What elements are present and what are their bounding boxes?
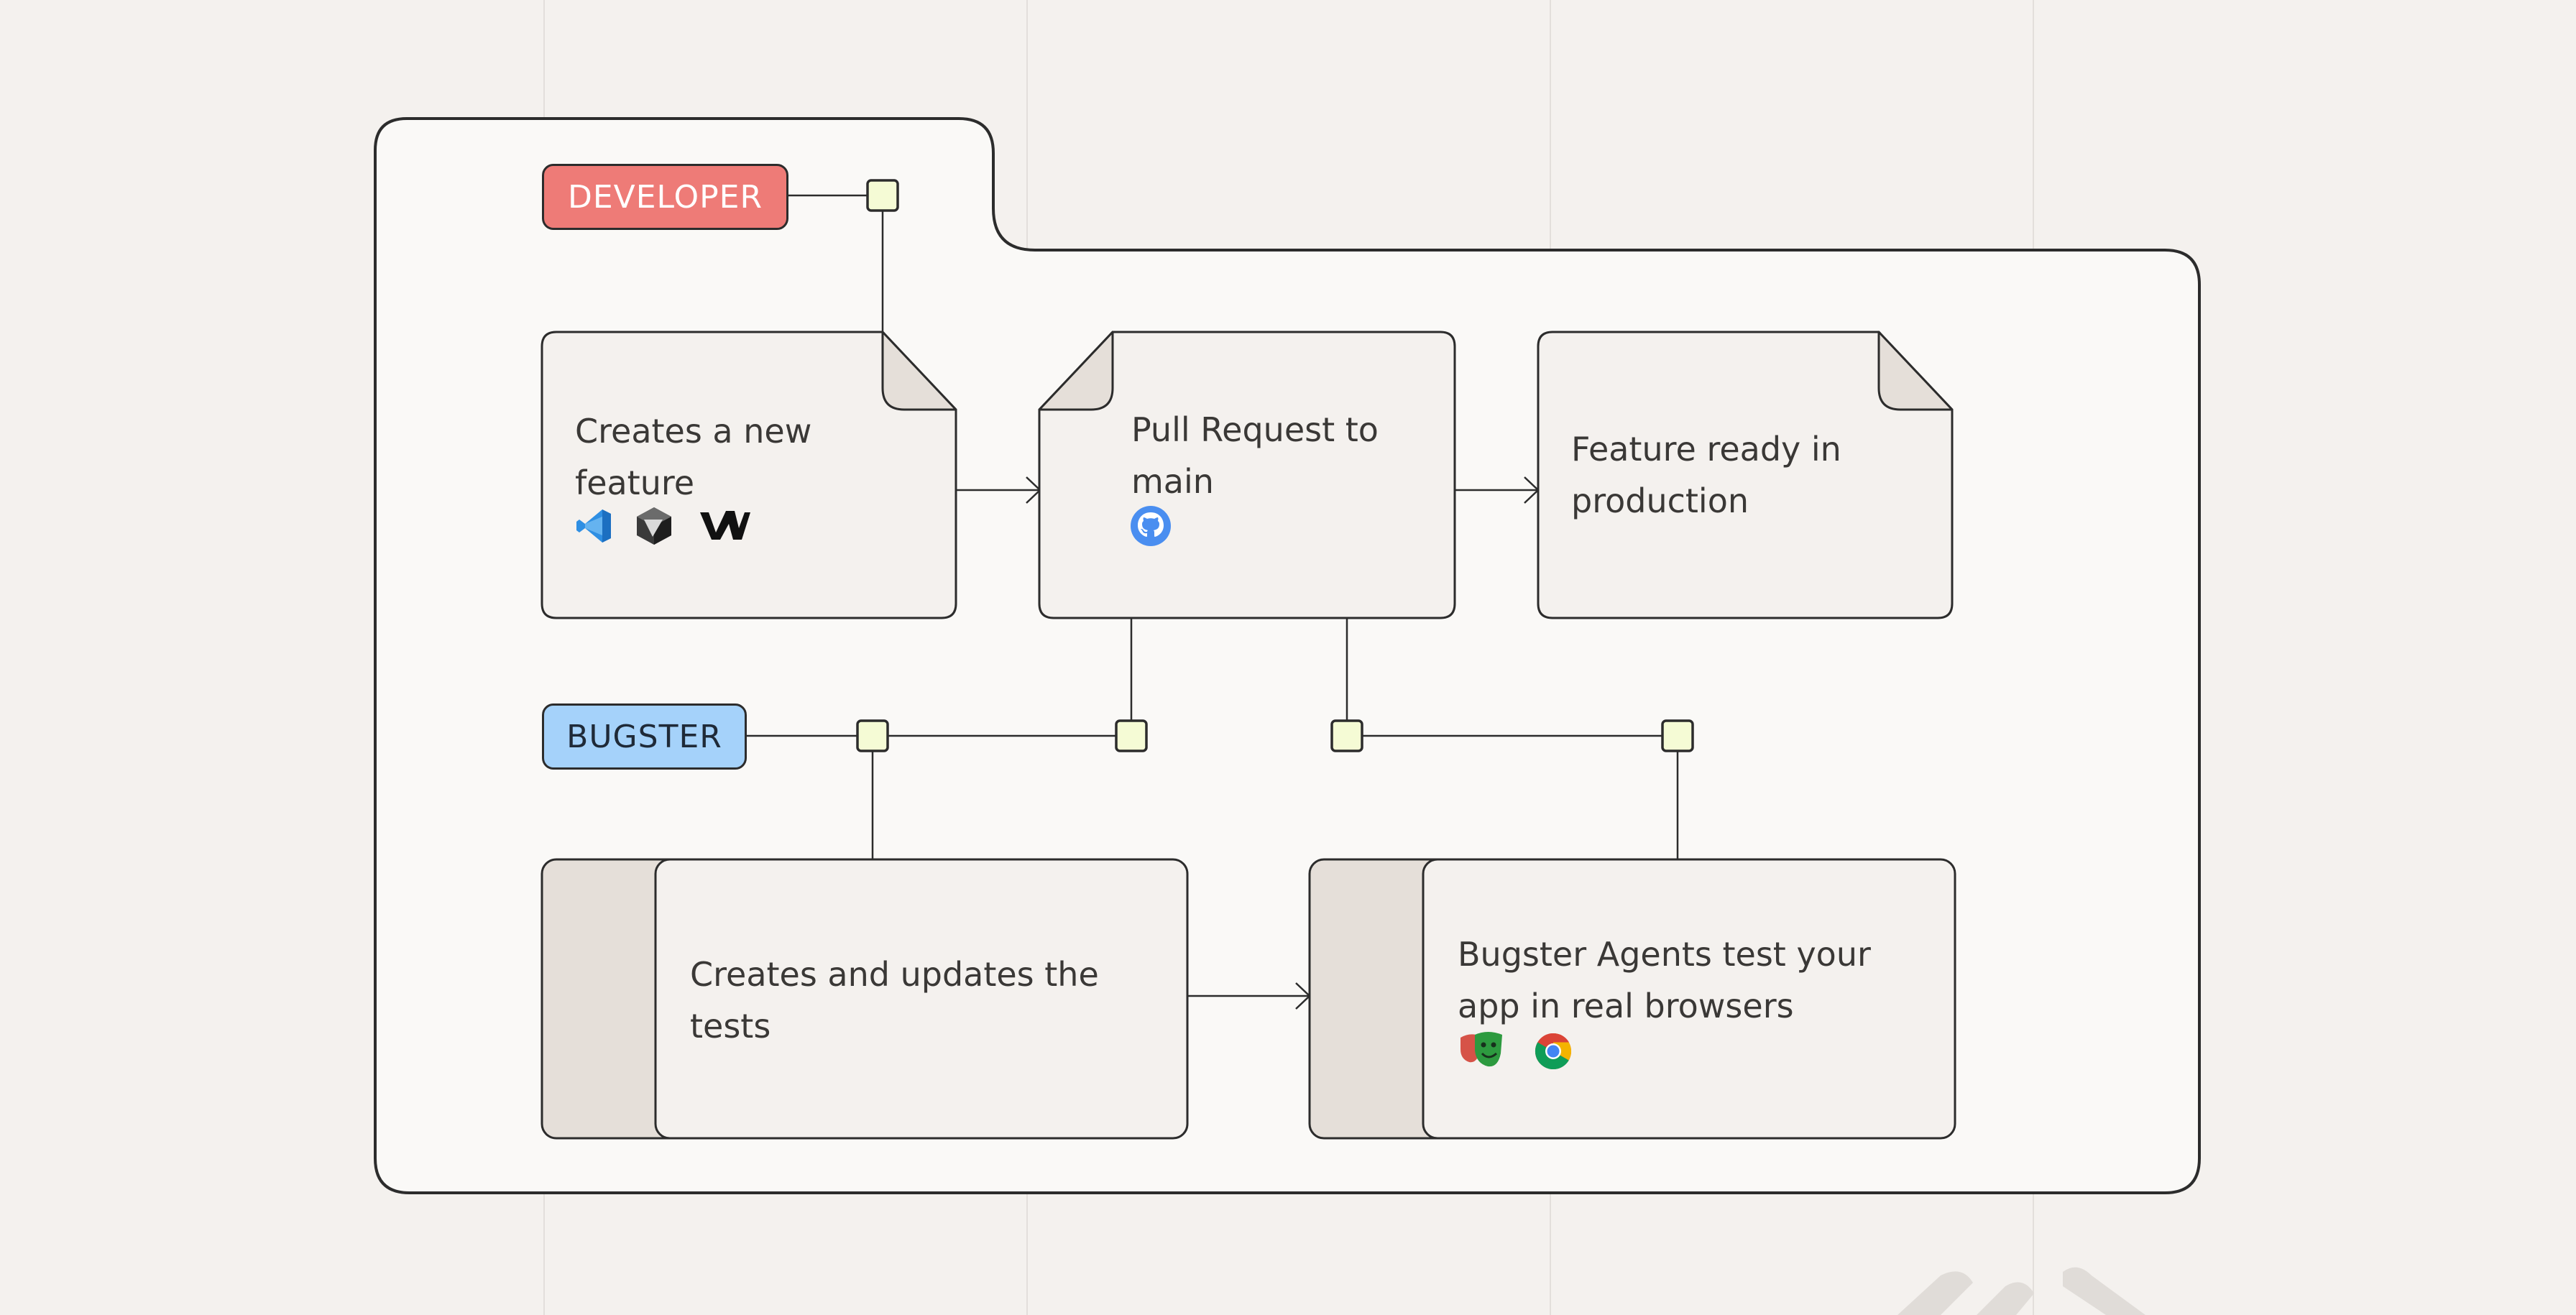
step-pull-request-text: Pull Request to main (1131, 404, 1379, 507)
watermark-logo (1898, 1267, 2145, 1315)
connector-node (856, 719, 889, 752)
bugster-tag: BUGSTER (542, 703, 747, 770)
step-create-feature-line2: feature (575, 463, 695, 502)
developer-tag: DEVELOPER (542, 164, 788, 230)
connectors (746, 194, 1679, 997)
step-pull-request-line2: main (1131, 462, 1214, 501)
vscode-icon (576, 509, 611, 543)
step-create-feature-text: Creates a new feature (575, 405, 811, 509)
step-production-text: Feature ready in production (1571, 423, 1841, 527)
card-production (1537, 331, 1954, 619)
playwright-icon (1460, 1032, 1502, 1067)
step-tests-line1: Creates and updates the (690, 955, 1099, 994)
step-pull-request-line1: Pull Request to (1131, 410, 1379, 449)
windsurf-icon (700, 511, 750, 540)
cursor-icon (637, 507, 671, 545)
step-create-feature-line1: Creates a new (575, 412, 812, 451)
chrome-icon (1535, 1033, 1572, 1070)
connector-node (1330, 719, 1363, 752)
step-production-line2: production (1571, 481, 1749, 520)
card-pull-request (1038, 331, 1456, 619)
step-production-line1: Feature ready in (1571, 430, 1841, 469)
connector-node (1661, 719, 1694, 752)
step-agents-line1: Bugster Agents test your (1458, 935, 1871, 974)
step-agents-line2: app in real browsers (1458, 987, 1794, 1025)
connector-node (1115, 719, 1148, 752)
card-tests (540, 858, 1189, 1140)
step-agents-text: Bugster Agents test your app in real bro… (1458, 928, 1871, 1032)
connector-node (866, 179, 899, 212)
card-agents (1308, 858, 1956, 1140)
card-create-feature (540, 331, 957, 619)
step-tests-text: Creates and updates the tests (690, 949, 1099, 1052)
step-tests-line2: tests (690, 1007, 771, 1046)
github-icon (1131, 506, 1171, 546)
